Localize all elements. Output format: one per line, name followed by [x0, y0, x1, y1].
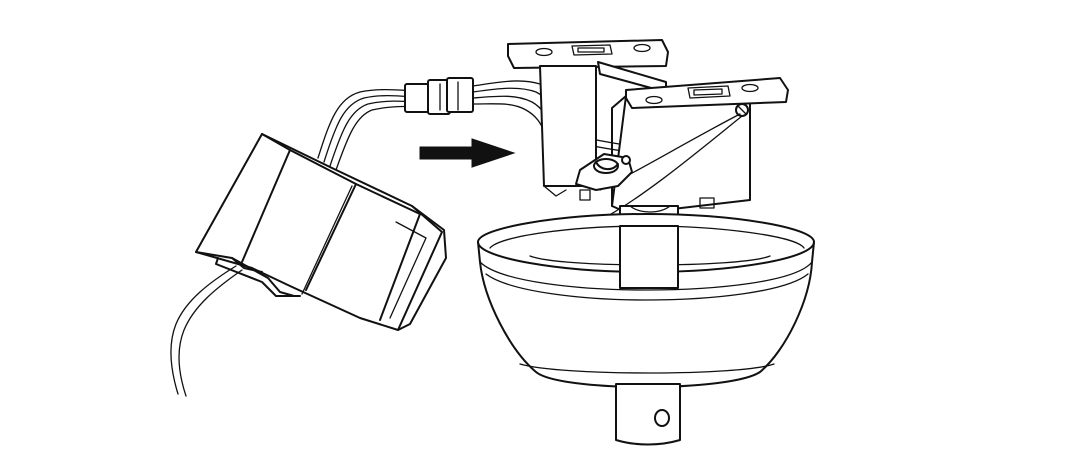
direction-arrow	[419, 138, 516, 168]
mounting-bracket	[489, 39, 789, 257]
receiver-module	[195, 133, 447, 331]
wire-connector	[404, 77, 474, 115]
receiver-wire-bundle	[317, 88, 416, 171]
canopy	[477, 213, 815, 388]
downrod-lower	[615, 383, 681, 446]
receiver-tail-wires	[170, 265, 243, 397]
